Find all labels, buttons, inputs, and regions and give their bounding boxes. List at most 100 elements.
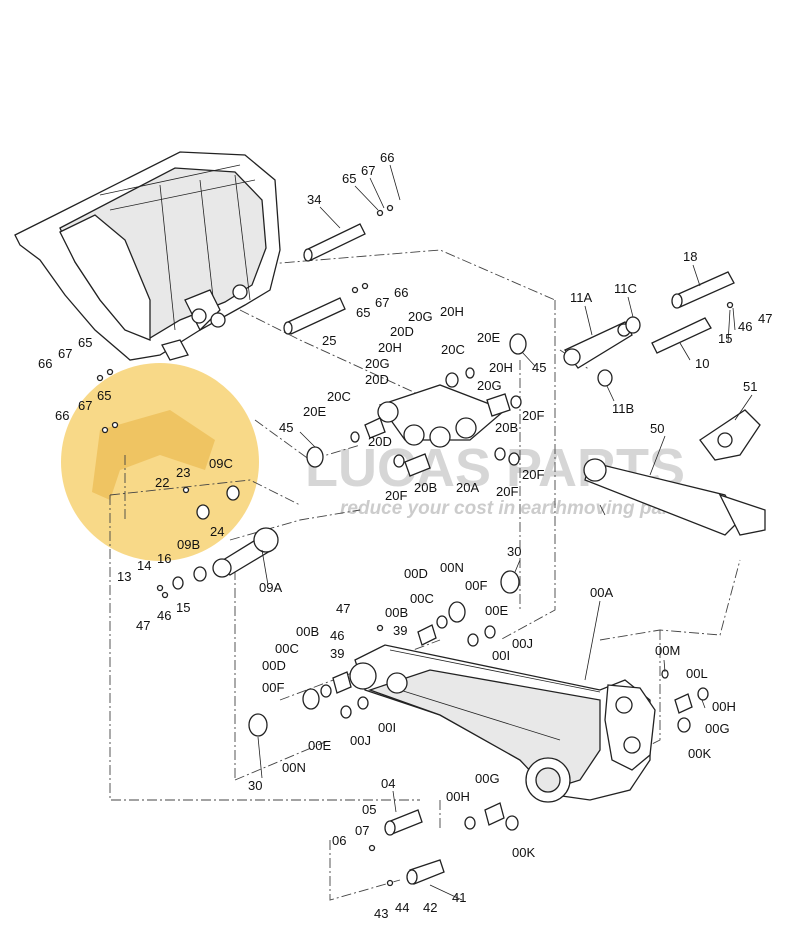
callout-label: 20A: [456, 480, 479, 495]
linkage-parts: [96, 204, 766, 887]
callout-label: 11B: [612, 401, 634, 416]
callout-label: 65: [356, 305, 370, 320]
callout-label: 00L: [686, 666, 708, 681]
callout-label: 46: [738, 319, 752, 334]
callout-label: 45: [279, 420, 293, 435]
callout-label: 00K: [688, 746, 711, 761]
callout-label: 00H: [712, 699, 736, 714]
watermark-tagline: reduce your cost in earthmoving parts: [340, 498, 686, 519]
callout-label: 00E: [485, 603, 508, 618]
callout-label: 24: [210, 524, 224, 539]
callout-label: 20B: [414, 480, 437, 495]
callout-label: 15: [718, 331, 732, 346]
callout-label: 00G: [705, 721, 730, 736]
callout-label: 66: [55, 408, 69, 423]
callout-label: 00M: [655, 643, 680, 658]
callout-label: 50: [650, 421, 664, 436]
callout-label: 14: [137, 558, 151, 573]
callout-label: 43: [374, 906, 388, 921]
callout-label: 20F: [385, 488, 407, 503]
bucket: [14, 151, 281, 361]
callout-label: 00E: [308, 738, 331, 753]
callout-label: 22: [155, 475, 169, 490]
callout-label: 45: [532, 360, 546, 375]
callout-label: 44: [395, 900, 409, 915]
callout-label: 11C: [614, 281, 637, 296]
callout-label: 65: [97, 388, 111, 403]
callout-label: 66: [380, 150, 394, 165]
callout-label: 10: [695, 356, 709, 371]
callout-label: 00J: [512, 636, 533, 651]
callout-label: 41: [452, 890, 466, 905]
callout-label: 00A: [590, 585, 613, 600]
callout-label: 47: [758, 311, 772, 326]
callout-label: 20G: [477, 378, 502, 393]
callout-label: 42: [423, 900, 437, 915]
callout-labels: 66 67 65 34 18 11C 11A 47 46 15 10 11B 5…: [38, 150, 772, 921]
callout-label: 20F: [522, 408, 544, 423]
callout-label: 09B: [177, 537, 200, 552]
callout-label: 00I: [492, 648, 510, 663]
callout-label: 00C: [275, 641, 299, 656]
callout-label: 23: [176, 465, 190, 480]
callout-label: 05: [362, 802, 376, 817]
callout-label: 25: [322, 333, 336, 348]
callout-label: 16: [157, 551, 171, 566]
callout-label: 20H: [489, 360, 513, 375]
callout-label: 20G: [365, 356, 390, 371]
callout-label: 15: [176, 600, 190, 615]
callout-label: 66: [38, 356, 52, 371]
callout-label: 00D: [404, 566, 428, 581]
callout-label: 06: [332, 833, 346, 848]
callout-label: 67: [375, 295, 389, 310]
callout-label: 20D: [390, 324, 414, 339]
callout-label: 07: [355, 823, 369, 838]
callout-label: 20B: [495, 420, 518, 435]
callout-label: 20D: [368, 434, 392, 449]
callout-label: 20D: [365, 372, 389, 387]
callout-label: 00I: [378, 720, 396, 735]
callout-label: 46: [157, 608, 171, 623]
callout-label: 67: [361, 163, 375, 178]
callout-label: 00B: [296, 624, 319, 639]
callout-label: 67: [78, 398, 92, 413]
watermark-logo-bucket-icon: [92, 410, 215, 500]
callout-label: 30: [507, 544, 521, 559]
callout-label: 20G: [408, 309, 433, 324]
callout-label: 67: [58, 346, 72, 361]
callout-label: 39: [330, 646, 344, 661]
callout-label: 47: [136, 618, 150, 633]
callout-label: 18: [683, 249, 697, 264]
callout-label: 11A: [570, 290, 592, 305]
callout-label: 51: [743, 379, 757, 394]
callout-label: 30: [248, 778, 262, 793]
callout-label: 39: [393, 623, 407, 638]
callout-label: 66: [394, 285, 408, 300]
callout-label: 20H: [378, 340, 402, 355]
callout-label: 00B: [385, 605, 408, 620]
callout-label: 20E: [477, 330, 500, 345]
callout-label: 65: [78, 335, 92, 350]
callout-label: 20E: [303, 404, 326, 419]
callout-label: 04: [381, 776, 395, 791]
callout-label: 00C: [410, 591, 434, 606]
callout-label: 46: [330, 628, 344, 643]
callout-label: 09A: [259, 580, 282, 595]
boom-arm: [349, 644, 656, 803]
callout-label: 00K: [512, 845, 535, 860]
callout-label: 00F: [262, 680, 284, 695]
callout-label: 00H: [446, 789, 470, 804]
callout-label: 13: [117, 569, 131, 584]
callout-label: 00F: [465, 578, 487, 593]
callout-label: 00J: [350, 733, 371, 748]
callout-label: 20F: [496, 484, 518, 499]
leader-lines: [257, 164, 753, 901]
callout-label: 00D: [262, 658, 286, 673]
callout-label: 20C: [327, 389, 351, 404]
callout-label: 47: [336, 601, 350, 616]
callout-label: 00G: [475, 771, 500, 786]
callout-label: 09C: [209, 456, 233, 471]
callout-label: 00N: [282, 760, 306, 775]
callout-label: 20H: [440, 304, 464, 319]
